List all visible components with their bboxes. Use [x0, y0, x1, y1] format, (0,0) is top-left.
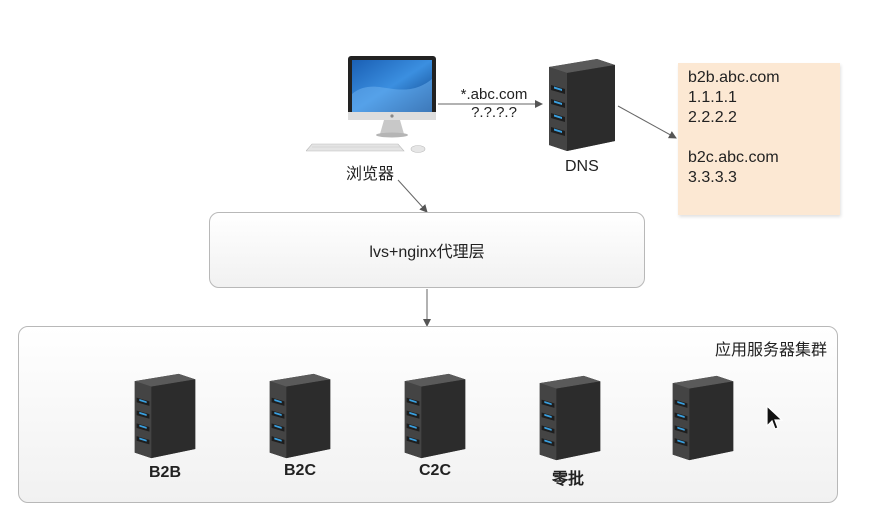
- server-icon: [265, 372, 335, 460]
- request-ip: ?.?.?.?: [471, 104, 517, 121]
- browser-label: 浏览器: [346, 166, 395, 183]
- record-domain: b2c.abc.com: [688, 149, 779, 166]
- server-label-retail: 零批: [551, 471, 584, 488]
- server-label-b2c: B2C: [283, 462, 316, 479]
- dns-record-b2b: b2b.abc.com 1.1.1.1 2.2.2.2: [688, 68, 840, 128]
- server-icon: [668, 374, 738, 462]
- record-ip: 2.2.2.2: [688, 109, 737, 126]
- server-icon: [400, 372, 470, 460]
- cluster-label: 应用服务器集群: [714, 342, 827, 359]
- record-ip: 1.1.1.1: [688, 89, 737, 106]
- arrow-dns-to-records: [617, 105, 677, 139]
- server-icon: [130, 372, 200, 460]
- server-label-b2b: B2B: [148, 464, 181, 481]
- arrow-browser-to-proxy: [397, 179, 428, 213]
- record-domain: b2b.abc.com: [688, 69, 780, 86]
- proxy-layer-label: lvs+nginx代理层: [369, 244, 485, 261]
- proxy-layer-box: lvs+nginx代理层: [209, 212, 645, 288]
- request-domain: *.abc.com: [460, 86, 528, 103]
- dns-label: DNS: [565, 158, 599, 175]
- dns-records-note: b2b.abc.com 1.1.1.1 2.2.2.2 b2c.abc.com …: [678, 63, 840, 215]
- record-ip: 3.3.3.3: [688, 169, 737, 186]
- mouse-cursor-icon: [765, 404, 785, 432]
- dns-record-b2c: b2c.abc.com 3.3.3.3: [688, 148, 840, 188]
- server-label-c2c: C2C: [418, 462, 451, 479]
- desktop-computer-icon: [305, 54, 440, 158]
- server-icon: [535, 374, 605, 462]
- request-arrow-label: *.abc.com ?.?.?.?: [449, 86, 539, 122]
- dns-server-icon: [545, 57, 619, 153]
